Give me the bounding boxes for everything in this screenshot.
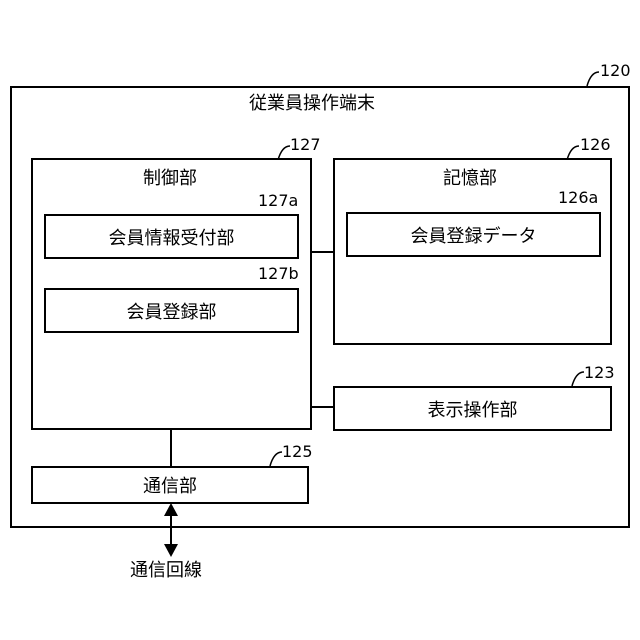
display-operation-ref: 123 — [584, 365, 615, 381]
terminal-ref: 120 — [600, 63, 631, 79]
member-register-ref: 127b — [258, 266, 299, 282]
storage-ref: 126 — [580, 137, 611, 153]
arrowhead-down — [164, 544, 178, 557]
display-operation-label: 表示操作部 — [428, 396, 518, 422]
member-data-box: 会員登録データ — [346, 212, 601, 257]
control-ref: 127 — [290, 137, 321, 153]
member-register-box: 会員登録部 — [44, 288, 299, 333]
storage-title: 記憶部 — [443, 170, 497, 188]
display-operation-box: 表示操作部 — [333, 386, 612, 431]
communication-ref: 125 — [282, 444, 313, 460]
member-data-ref: 126a — [558, 190, 598, 206]
member-info-receiver-label: 会員情報受付部 — [109, 224, 235, 250]
communication-label: 通信部 — [143, 472, 197, 498]
leader-120 — [587, 72, 599, 86]
comm-line-label: 通信回線 — [130, 562, 202, 580]
member-register-label: 会員登録部 — [127, 298, 217, 324]
member-data-label: 会員登録データ — [411, 222, 537, 248]
member-info-receiver-ref: 127a — [258, 193, 298, 209]
member-info-receiver-box: 会員情報受付部 — [44, 214, 299, 259]
control-title: 制御部 — [143, 170, 197, 188]
communication-box: 通信部 — [31, 466, 309, 504]
terminal-title: 従業員操作端末 — [249, 95, 375, 113]
